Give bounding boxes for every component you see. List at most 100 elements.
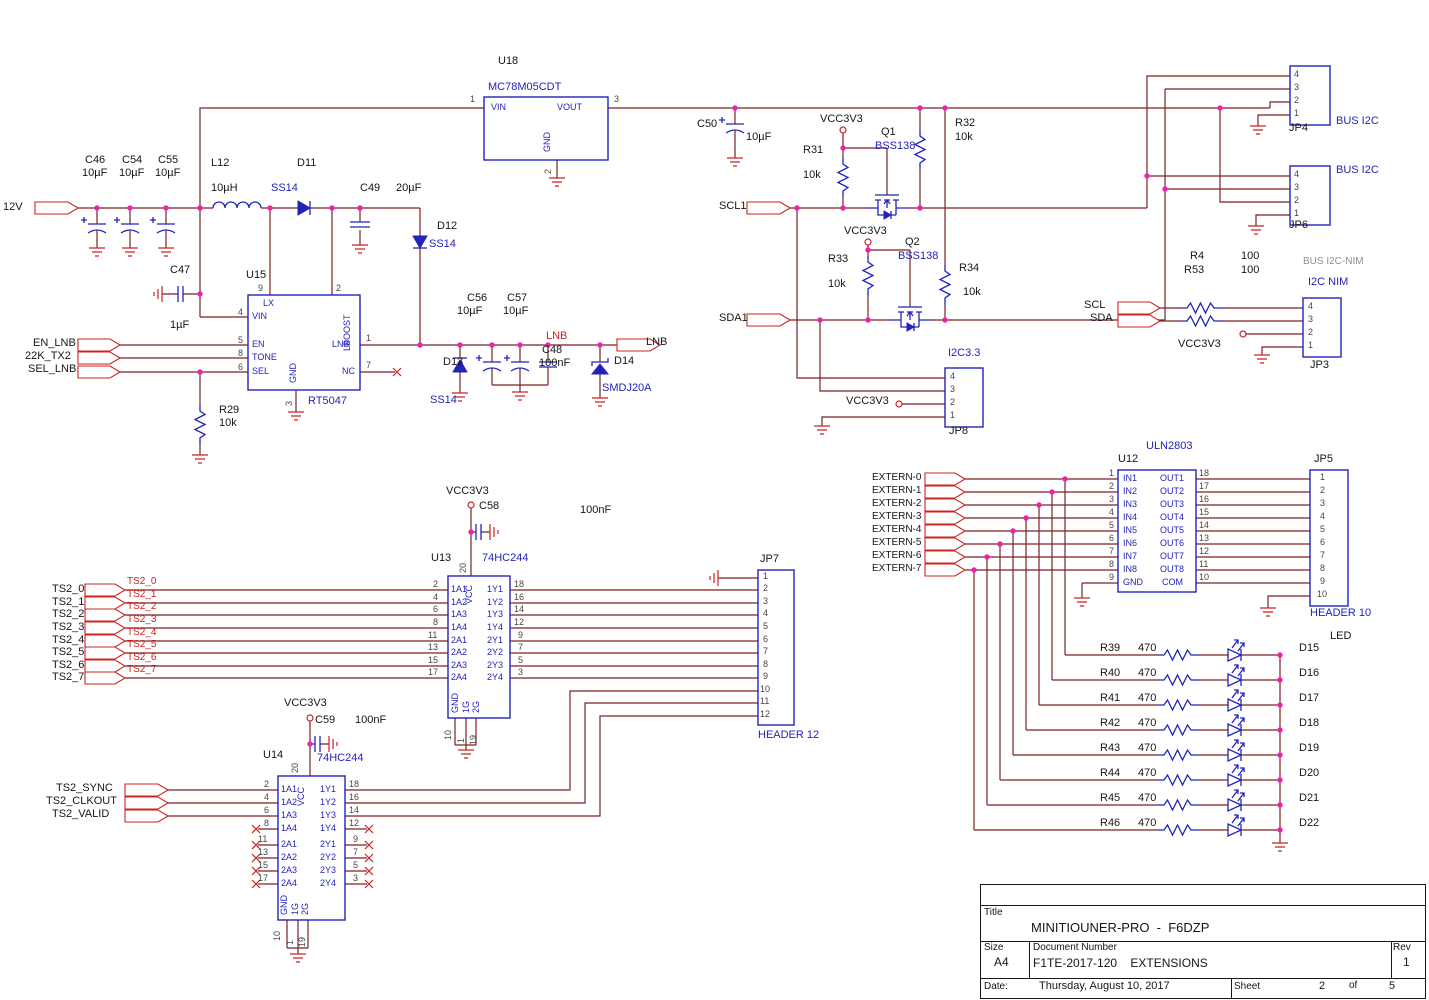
port-ts2-valid [124,809,170,823]
led-d17 [1227,689,1245,712]
port-scl [1117,301,1162,315]
resistor-r45 [1157,799,1201,811]
mosfet-q2 [887,306,933,332]
sheet-label: Sheet [1234,981,1261,992]
wires-uln [965,478,1310,843]
cap-c59 [314,736,321,752]
wires-power [78,107,617,455]
ic-u14 [277,775,346,921]
led-d22 [1227,814,1245,837]
conn-jp3 [1302,297,1342,358]
ic-u15 [247,294,361,391]
cap-c54 [113,216,140,234]
resistor-r29 [194,404,206,446]
tvs-d14 [591,358,609,366]
rev-value: 1 [1403,955,1410,969]
sheet-number: 2 [1319,980,1326,992]
port-extern-5 [924,537,967,551]
port-scl1 [746,201,792,215]
cap-c57 [503,354,530,372]
doc-title: MINITIOUNER-PRO - F6DZP [1031,920,1210,935]
port-22k-tx2 [77,351,122,365]
led-d21 [1227,789,1245,812]
port-extern-2 [924,498,967,512]
cap-c55 [149,216,176,234]
title-block-line [1391,941,1392,978]
port-ts2-2 [84,608,127,622]
sheet-total: 5 [1389,980,1396,992]
rev-label: Rev [1393,942,1411,953]
conn-jp6 [1289,165,1331,226]
led-d16 [1227,664,1245,687]
conn-jp7 [757,569,795,726]
led-d18 [1227,714,1245,737]
led-d20 [1227,764,1245,787]
title-label: Title [984,907,1003,918]
inductor-l12 [212,201,262,209]
port-12v [34,201,80,215]
port-ts2-7 [84,671,127,685]
resistor-r53 [1180,315,1224,327]
port-ts2-5 [84,646,127,660]
cap-c58 [475,524,482,540]
resistor-r39 [1157,649,1201,661]
resistor-r41 [1157,699,1201,711]
port-ts2-0 [84,583,127,597]
title-block-line [1029,941,1030,978]
conn-jp4 [1289,65,1331,126]
port-ts2-6 [84,659,127,673]
port-extern-6 [924,550,967,564]
port-extern-3 [924,511,967,525]
wires-ts2 [125,508,758,954]
title-block-line [981,905,1425,906]
title-block: Title MINITIOUNER-PRO - F6DZP Size A4 Do… [980,884,1426,999]
resistor-r44 [1157,774,1201,786]
port-ts2-3 [84,621,127,635]
conn-jp8 [944,367,984,428]
cap-c48 [539,361,557,368]
date-label: Date: [984,981,1008,992]
diode-d12 [412,235,428,249]
ic-u12 [1117,469,1197,593]
cap-c50 [718,116,745,134]
led-d15 [1227,639,1245,662]
port-sda1 [746,313,792,327]
port-lnb-out [616,338,662,352]
title-block-line [981,978,1425,979]
diode-d11 [297,200,311,216]
resistor-r46 [1157,824,1201,836]
docnum-value: F1TE-2017-120 EXTENSIONS [1033,956,1208,970]
port-extern-4 [924,524,967,538]
ic-u18 [483,96,609,161]
resistor-r34 [939,264,951,306]
ic-u13 [447,575,511,719]
port-ts2-1 [84,596,127,610]
title-block-line [981,941,1425,942]
cap-c46 [80,216,107,234]
vcc-taps [306,126,1247,722]
resistor-r33 [862,255,874,297]
port-extern-7 [924,563,967,577]
size-value: A4 [994,955,1009,969]
wires-5v-i2c [556,75,1303,426]
port-ts2-4 [84,634,127,648]
cap-c56 [475,354,502,372]
port-sel-lnb [77,365,122,379]
resistor-r42 [1157,724,1201,736]
port-extern-1 [924,485,967,499]
title-block-line [1231,978,1232,998]
led-d19 [1227,739,1245,762]
conn-jp5 [1309,469,1349,607]
port-ts2-clkout [124,796,170,810]
date-value: Thursday, August 10, 2017 [1039,980,1170,992]
mosfet-q1 [864,194,910,220]
resistor-r40 [1157,674,1201,686]
port-en-lnb [77,338,122,352]
resistor-r43 [1157,749,1201,761]
port-sda [1117,314,1162,328]
docnum-label: Document Number [1033,942,1117,953]
sheet-of-label: of [1349,980,1358,991]
size-label: Size [984,942,1004,953]
port-ts2-sync [124,783,170,797]
